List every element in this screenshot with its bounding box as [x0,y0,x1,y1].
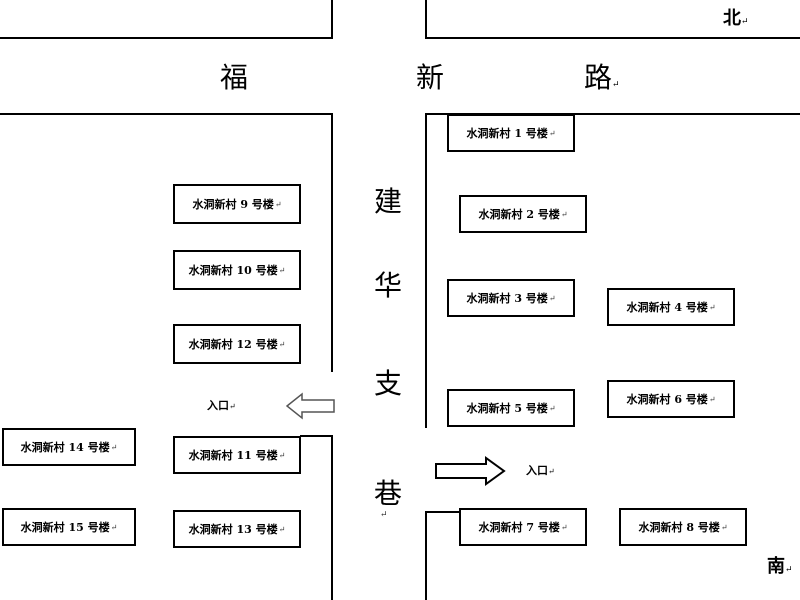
building-15: 水洞新村 15 号楼↵ [2,508,136,546]
branch-road-char-4: 巷 [374,477,403,510]
arrow-left-icon [286,392,335,420]
building-9: 水洞新村 9 号楼↵ [173,184,301,224]
road-edge-west-lower [300,435,333,600]
main-road-char-3: 路↵ [584,61,620,94]
road-edge-west-upper [0,113,333,372]
building-3: 水洞新村 3 号楼↵ [447,279,575,317]
building-4: 水洞新村 4 号楼↵ [607,288,735,326]
branch-road-char-1: 建 [374,185,403,218]
arrow-right-icon [435,456,506,486]
entrance-label-left: 入口↵ [207,399,236,412]
road-edge-top-left [0,0,333,39]
road-edge-east-lower [425,511,460,600]
building-8: 水洞新村 8 号楼↵ [619,508,747,546]
building-10: 水洞新村 10 号楼↵ [173,250,301,290]
main-road-char-1: 福 [220,61,249,94]
building-5: 水洞新村 5 号楼↵ [447,389,575,427]
building-2: 水洞新村 2 号楼↵ [459,195,587,233]
building-14: 水洞新村 14 号楼↵ [2,428,136,466]
branch-road-char-3: 支 [374,367,403,400]
building-13: 水洞新村 13 号楼↵ [173,510,301,548]
building-11: 水洞新村 11 号楼↵ [173,436,301,474]
entrance-label-right: 入口↵ [526,464,555,477]
south-label: 南↵ [767,556,793,577]
building-7: 水洞新村 7 号楼↵ [459,508,587,546]
building-1: 水洞新村 1 号楼↵ [447,114,575,152]
branch-road-char-2: 华 [374,269,403,302]
main-road-char-2: 新 [416,61,445,94]
building-6: 水洞新村 6 号楼↵ [607,380,735,418]
road-edge-top-right [425,0,800,39]
paragraph-mark: ↵ [380,510,388,520]
road-edge-east-upper [425,113,800,428]
north-label: 北↵ [723,8,749,29]
building-12: 水洞新村 12 号楼↵ [173,324,301,364]
